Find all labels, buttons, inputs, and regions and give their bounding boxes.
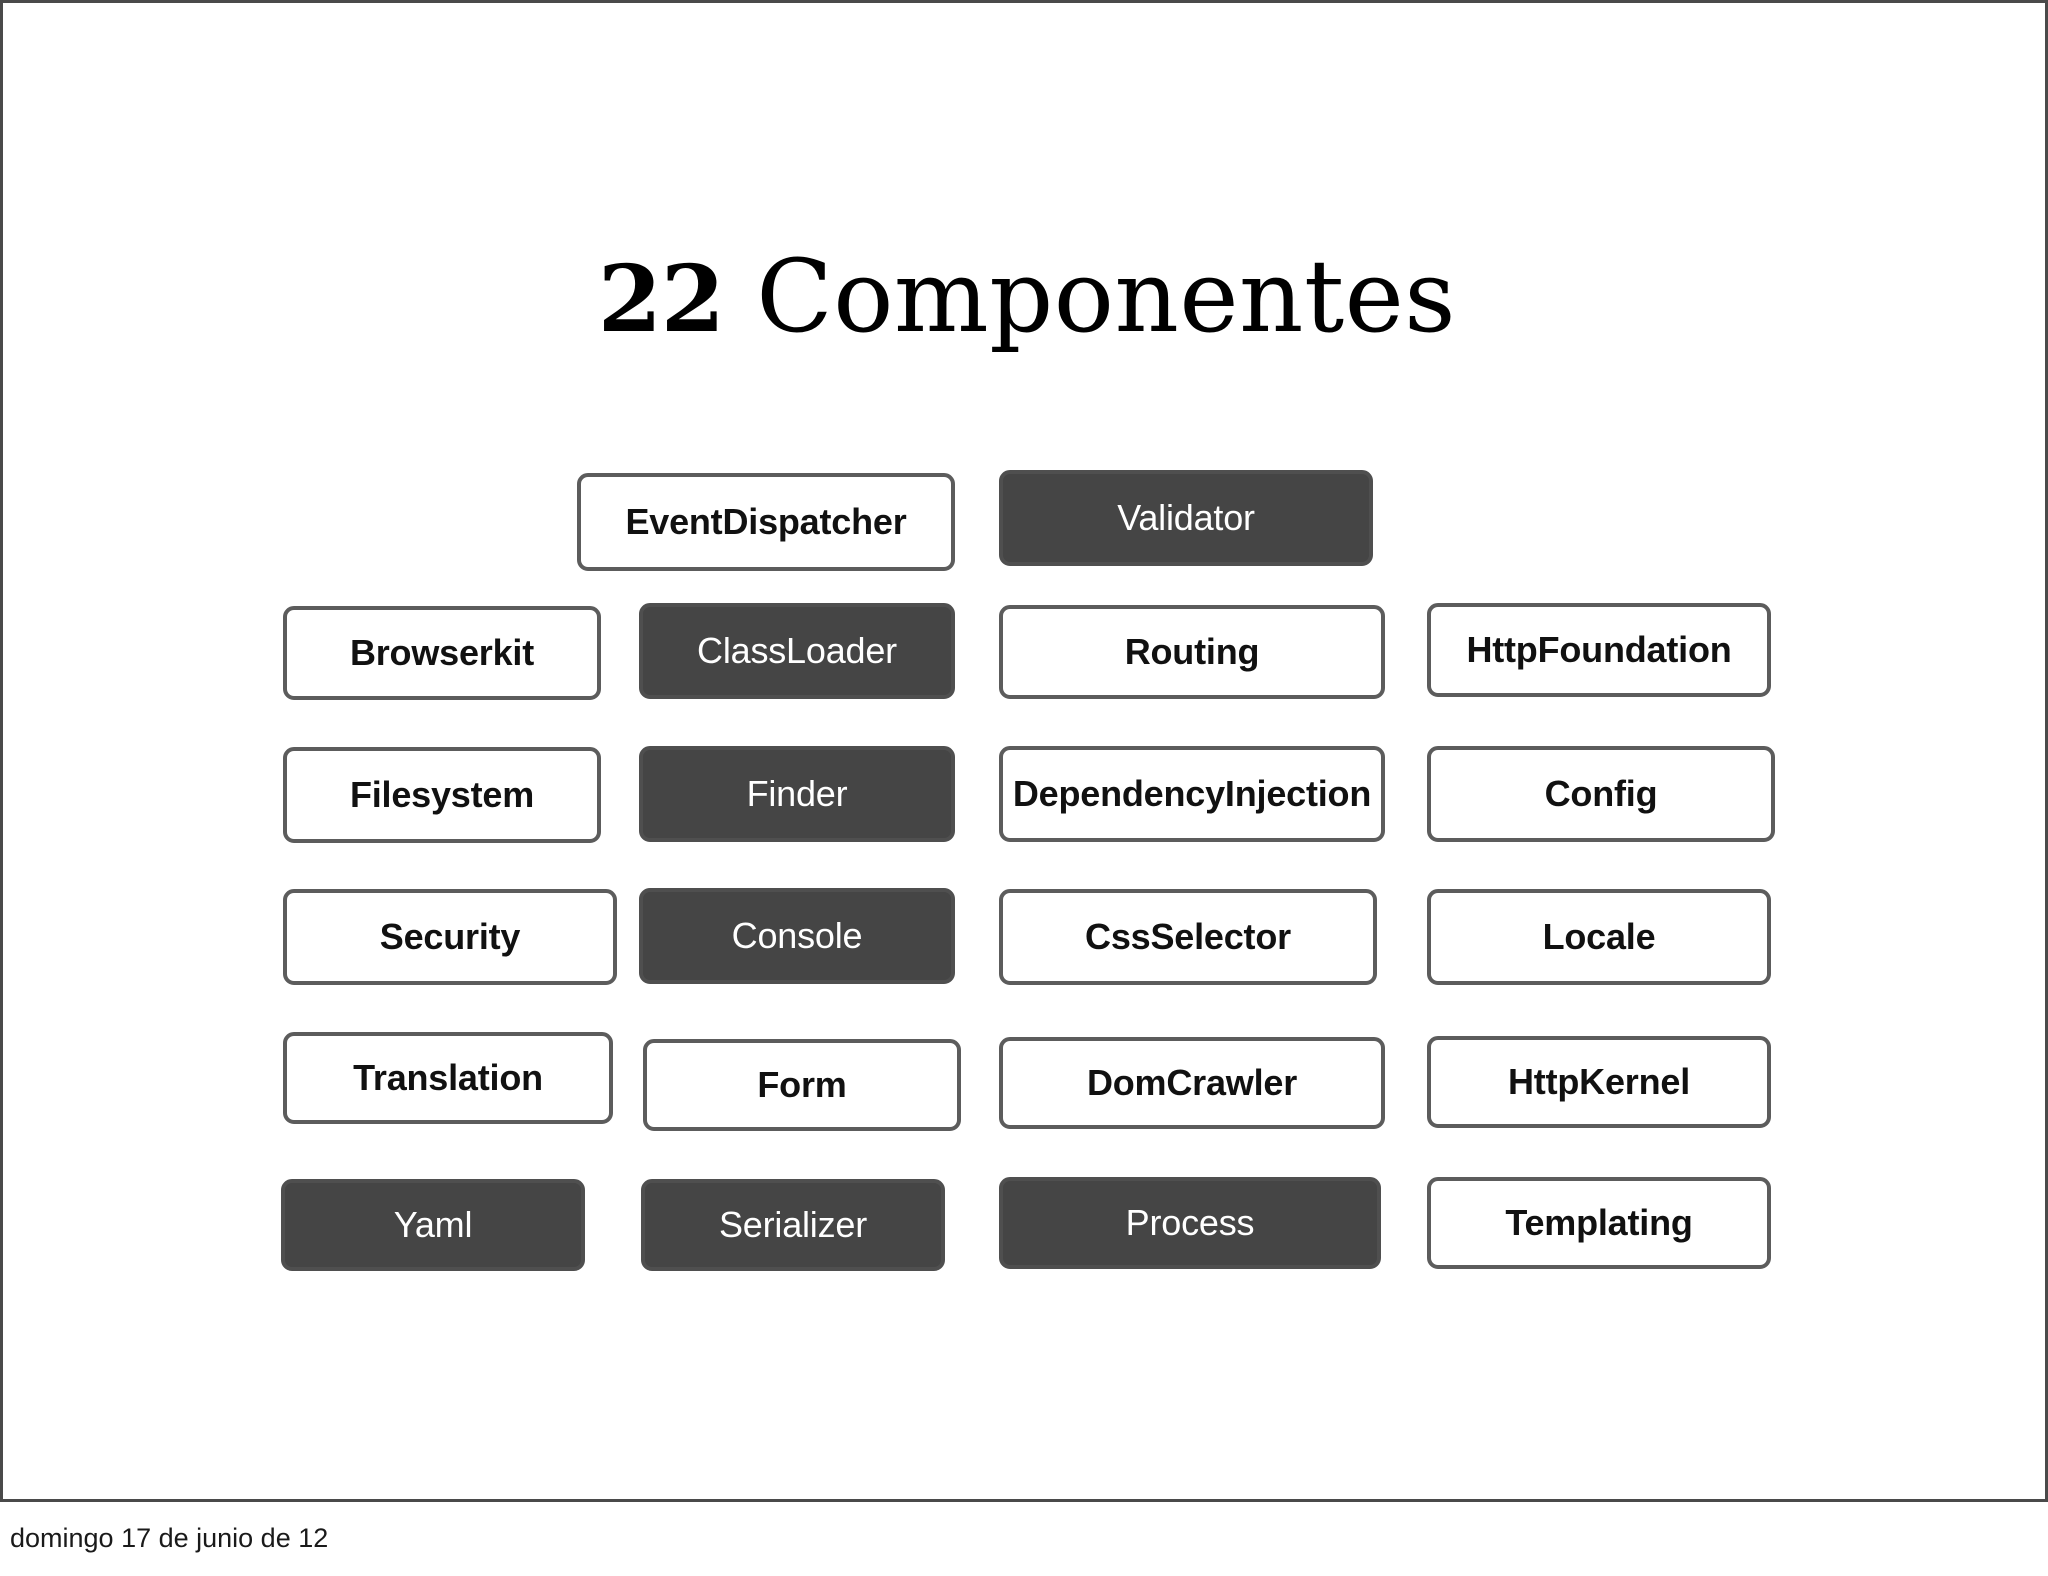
component-box-browserkit[interactable]: Browserkit	[283, 606, 601, 700]
component-box-httpfoundation[interactable]: HttpFoundation	[1427, 603, 1771, 697]
component-box-serializer[interactable]: Serializer	[641, 1179, 945, 1271]
component-box-dependencyinjection[interactable]: DependencyInjection	[999, 746, 1385, 842]
component-box-validator[interactable]: Validator	[999, 470, 1373, 566]
component-label: HttpKernel	[1507, 1061, 1690, 1102]
component-label: Console	[731, 915, 863, 956]
component-box-locale[interactable]: Locale	[1427, 889, 1771, 985]
component-label: Filesystem	[349, 774, 535, 815]
component-box-translation[interactable]: Translation	[283, 1032, 613, 1124]
component-box-console[interactable]: Console	[639, 888, 955, 984]
component-label: Browserkit	[349, 632, 535, 673]
component-box-security[interactable]: Security	[283, 889, 617, 985]
component-label: Locale	[1542, 916, 1656, 957]
component-label: Routing	[1124, 631, 1260, 672]
component-label: Form	[757, 1064, 847, 1105]
component-label: CssSelector	[1085, 916, 1291, 957]
component-label: Security	[379, 916, 521, 957]
component-box-form[interactable]: Form	[643, 1039, 961, 1131]
component-box-finder[interactable]: Finder	[639, 746, 955, 842]
component-label: Templating	[1505, 1202, 1693, 1243]
component-box-cssselector[interactable]: CssSelector	[999, 889, 1377, 985]
component-box-config[interactable]: Config	[1427, 746, 1775, 842]
component-label: Config	[1544, 773, 1658, 814]
component-box-filesystem[interactable]: Filesystem	[283, 747, 601, 843]
component-label: HttpFoundation	[1466, 629, 1732, 670]
title-number: 22	[597, 245, 725, 354]
component-box-templating[interactable]: Templating	[1427, 1177, 1771, 1269]
component-label: DomCrawler	[1086, 1062, 1298, 1103]
component-box-yaml[interactable]: Yaml	[281, 1179, 585, 1271]
title-label: Componentes	[756, 238, 1457, 356]
component-label: Validator	[1117, 497, 1255, 538]
component-box-domcrawler[interactable]: DomCrawler	[999, 1037, 1385, 1129]
component-box-routing[interactable]: Routing	[999, 605, 1385, 699]
component-box-eventdispatcher[interactable]: EventDispatcher	[577, 473, 955, 571]
component-label: Translation	[353, 1057, 543, 1098]
component-label: DependencyInjection	[1012, 773, 1372, 814]
component-label: Yaml	[393, 1204, 473, 1245]
component-label: Serializer	[718, 1204, 868, 1245]
component-label: Finder	[746, 773, 848, 814]
component-label: ClassLoader	[697, 630, 897, 671]
component-box-classloader[interactable]: ClassLoader	[639, 603, 955, 699]
slide-footer-date: domingo 17 de junio de 12	[10, 1523, 329, 1553]
page-title: 22 Componentes	[3, 245, 2048, 354]
component-label: Process	[1125, 1202, 1255, 1243]
component-box-process[interactable]: Process	[999, 1177, 1381, 1269]
component-box-httpkernel[interactable]: HttpKernel	[1427, 1036, 1771, 1128]
component-label: EventDispatcher	[625, 501, 907, 542]
